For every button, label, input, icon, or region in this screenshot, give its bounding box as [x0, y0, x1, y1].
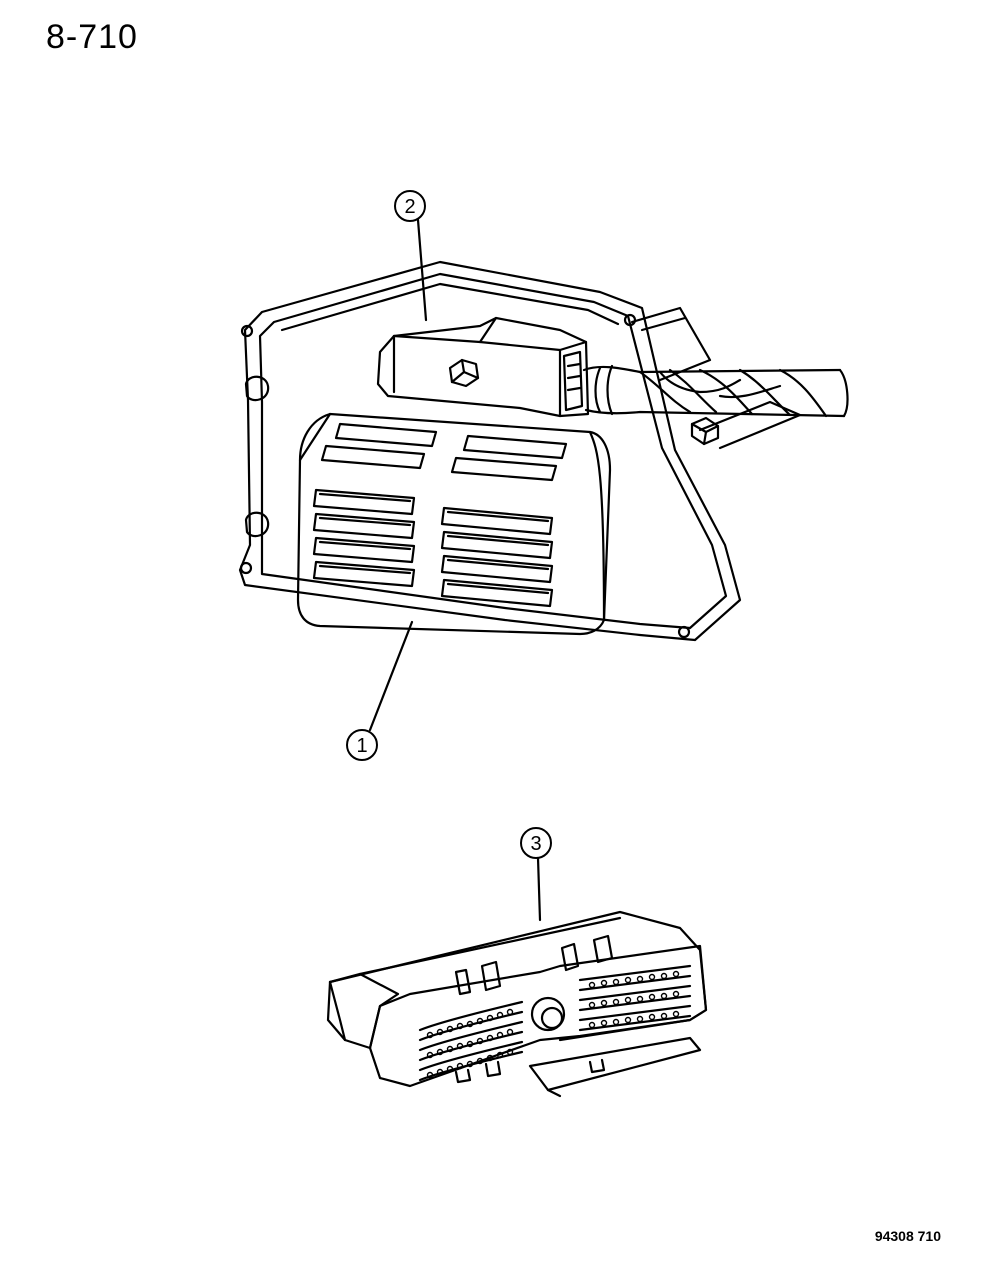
- harness-connector: [376, 316, 849, 418]
- callout-2: 2: [394, 190, 428, 322]
- figure-code: 94308 710: [874, 1228, 941, 1244]
- callout-3: 3: [520, 827, 552, 922]
- mounting-bracket: [238, 260, 802, 642]
- callout-3-label: 3: [530, 833, 541, 855]
- callout-1-label: 1: [356, 735, 367, 757]
- page-number: 8-710: [46, 18, 138, 56]
- callout-1: 1: [346, 620, 414, 761]
- pin-connector: [326, 910, 708, 1098]
- module-cover: [296, 412, 612, 636]
- callout-2-label: 2: [404, 196, 415, 218]
